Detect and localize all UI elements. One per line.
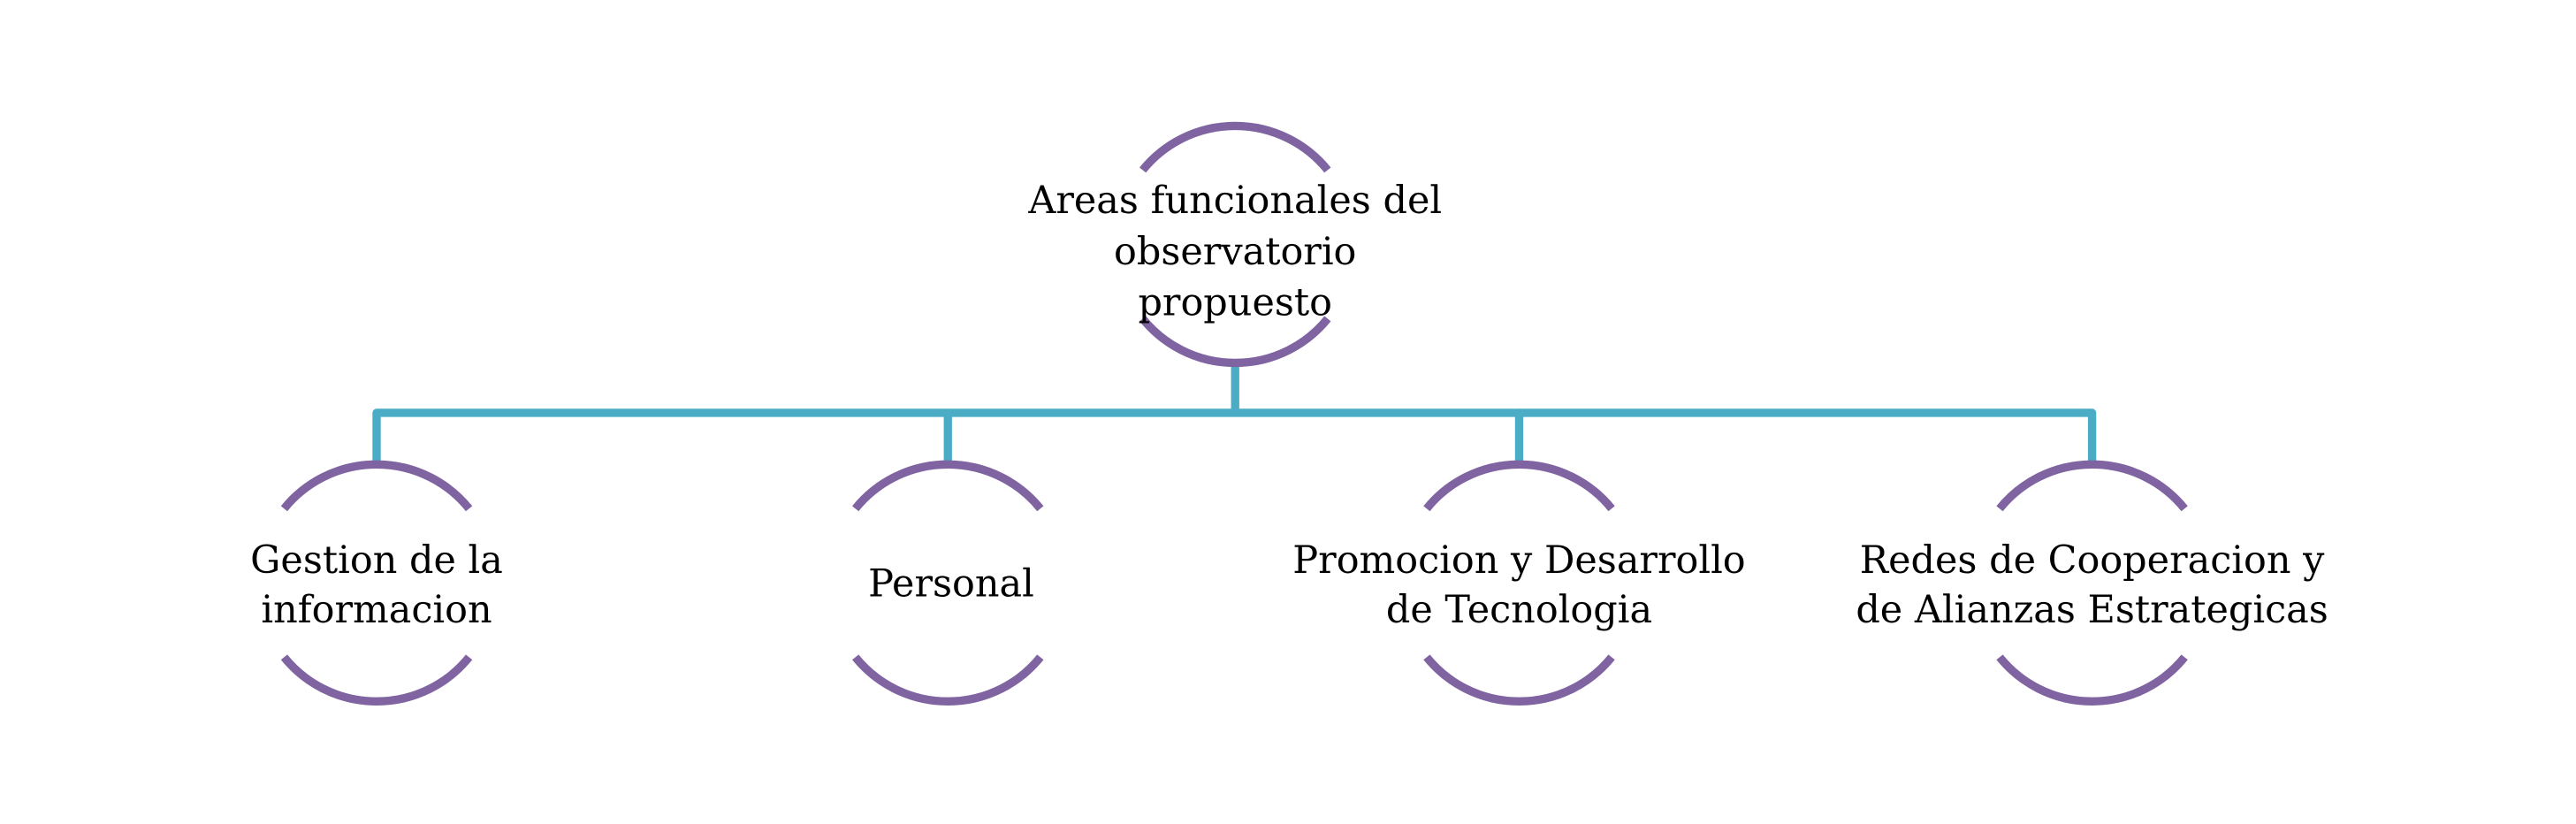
node-promocion: Promocion y Desarrollo de Tecnologia: [1292, 460, 1746, 706]
node-label-line-2: de Tecnologia: [1386, 588, 1652, 632]
node-label-line-1: Personal: [868, 561, 1034, 606]
node-label-line-2: de Alianzas Estrategicas: [1856, 588, 2328, 632]
node-bottom-arc: [280, 654, 473, 706]
node-top-arc: [1996, 460, 2188, 512]
node-label-line-1: Gestion de la: [250, 538, 503, 583]
root-label-line-2: observatorio: [1114, 230, 1356, 274]
node-top-arc: [280, 460, 473, 512]
node-top-arc: [852, 460, 1044, 512]
node-bottom-arc: [1139, 316, 1331, 368]
node-top-arc: [1423, 460, 1615, 512]
node-top-arc: [1139, 121, 1331, 173]
node-gestion: Gestion de la informacion: [250, 460, 503, 706]
node-bottom-arc: [1996, 654, 2188, 706]
node-personal: Personal: [852, 460, 1044, 706]
node-bottom-arc: [1423, 654, 1615, 706]
node-label-line-1: Promocion y Desarrollo: [1292, 538, 1745, 583]
node-label-line-2: informacion: [261, 588, 492, 632]
node-label-line-1: Redes de Cooperacion y: [1860, 538, 2325, 583]
root-node: Areas funcionales del observatorio propu…: [1027, 121, 1442, 368]
node-redes: Redes de Cooperacion y de Alianzas Estra…: [1856, 460, 2328, 706]
root-label-line-3: propuesto: [1138, 281, 1332, 325]
connectors: [372, 359, 2097, 467]
node-bottom-arc: [852, 654, 1044, 706]
root-label-line-1: Areas funcionales del: [1027, 179, 1442, 223]
horizontal-connector: [372, 408, 2097, 467]
